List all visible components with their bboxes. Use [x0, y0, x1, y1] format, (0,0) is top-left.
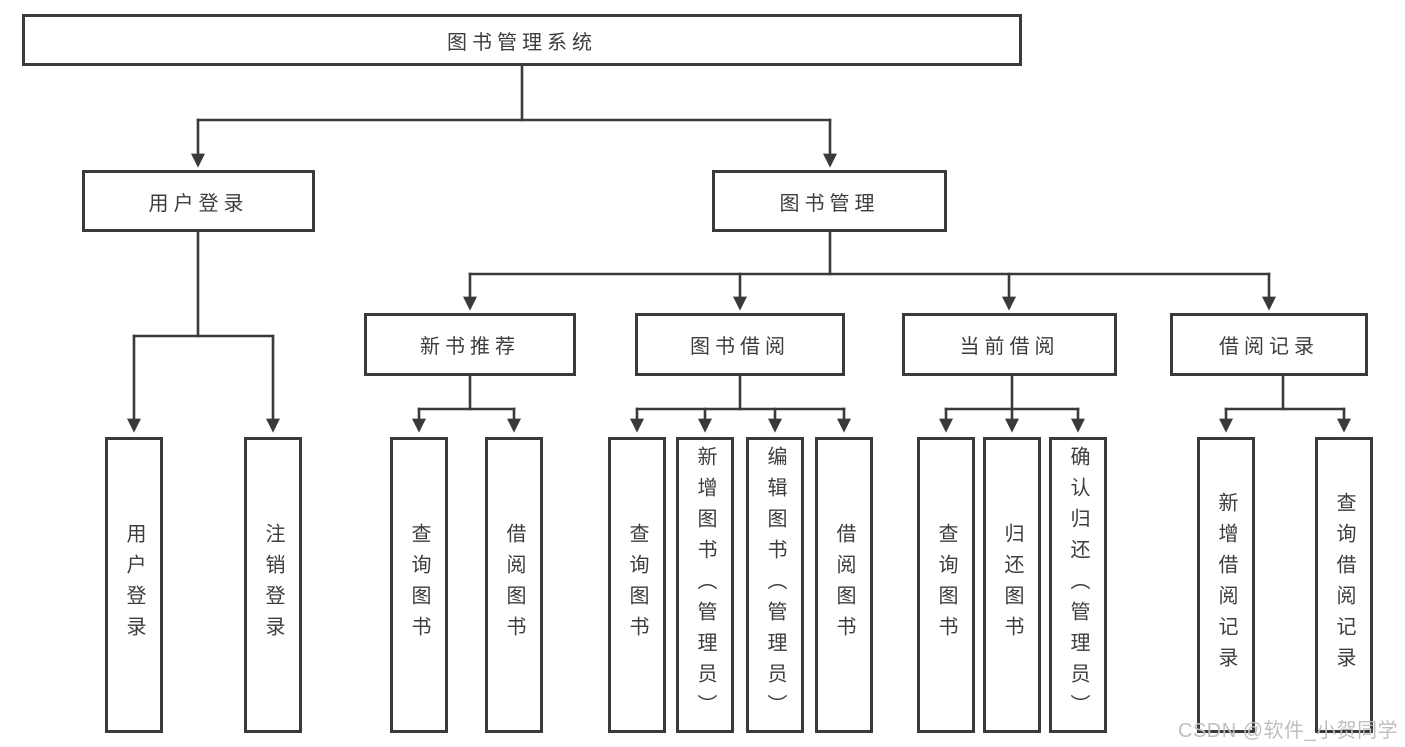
leaf-logout: 注销登录 — [244, 437, 302, 733]
leaf-add-borrow-record: 新增借阅记录 — [1197, 437, 1255, 733]
node-book-borrow: 图书借阅 — [635, 313, 845, 376]
node-root-label: 图书管理系统 — [447, 31, 597, 54]
leaf-return-book: 归还图书 — [983, 437, 1041, 733]
leaf-current-query-book: 查询图书 — [917, 437, 975, 733]
node-user-login: 用户登录 — [82, 170, 315, 232]
node-book-management-label: 图书管理 — [779, 192, 880, 215]
leaf-confirm-return-admin-label: 确认归还（管理员） — [1067, 445, 1089, 725]
leaf-add-book-admin: 新增图书（管理员） — [676, 437, 734, 733]
leaf-user-login: 用户登录 — [105, 437, 163, 733]
leaf-borrow-book: 借阅图书 — [815, 437, 873, 733]
node-new-book-recommend: 新书推荐 — [364, 313, 576, 376]
leaf-logout-label: 注销登录 — [262, 523, 284, 647]
leaf-recommend-query-book: 查询图书 — [390, 437, 448, 733]
node-book-management: 图书管理 — [712, 170, 947, 232]
leaf-borrow-query-book-label: 查询图书 — [626, 523, 648, 647]
leaf-current-query-book-label: 查询图书 — [935, 523, 957, 647]
node-new-book-recommend-label: 新书推荐 — [420, 336, 520, 358]
leaf-recommend-borrow-book: 借阅图书 — [485, 437, 543, 733]
node-user-login-label: 用户登录 — [148, 192, 249, 215]
leaf-borrow-query-book: 查询图书 — [608, 437, 666, 733]
leaf-recommend-query-book-label: 查询图书 — [408, 523, 430, 647]
leaf-edit-book-admin-label: 编辑图书（管理员） — [764, 445, 786, 725]
leaf-add-borrow-record-label: 新增借阅记录 — [1215, 492, 1237, 678]
node-current-borrow: 当前借阅 — [902, 313, 1117, 376]
leaf-edit-book-admin: 编辑图书（管理员） — [746, 437, 804, 733]
leaf-return-book-label: 归还图书 — [1001, 523, 1023, 647]
csdn-watermark: CSDN @软件_小贺同学 — [1178, 720, 1399, 742]
leaf-confirm-return-admin: 确认归还（管理员） — [1049, 437, 1107, 733]
leaf-query-borrow-record: 查询借阅记录 — [1315, 437, 1373, 733]
leaf-borrow-book-label: 借阅图书 — [833, 523, 855, 647]
node-book-borrow-label: 图书借阅 — [690, 336, 790, 358]
node-borrow-records: 借阅记录 — [1170, 313, 1368, 376]
leaf-add-book-admin-label: 新增图书（管理员） — [694, 445, 716, 725]
node-borrow-records-label: 借阅记录 — [1219, 336, 1319, 358]
leaf-user-login-label: 用户登录 — [123, 523, 145, 647]
leaf-query-borrow-record-label: 查询借阅记录 — [1333, 492, 1355, 678]
leaf-recommend-borrow-book-label: 借阅图书 — [503, 523, 525, 647]
node-current-borrow-label: 当前借阅 — [959, 336, 1060, 358]
node-root: 图书管理系统 — [22, 14, 1022, 66]
